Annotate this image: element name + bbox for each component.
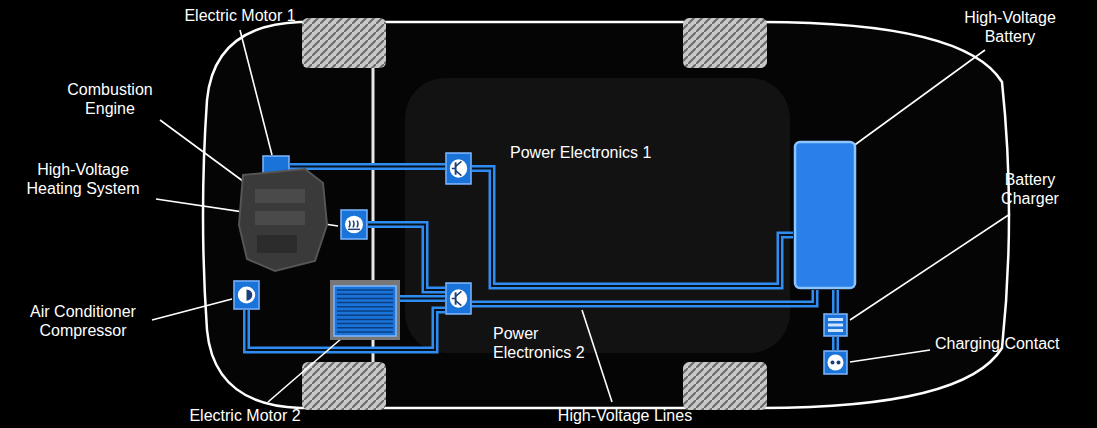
wire-stroke [472, 169, 793, 287]
leader-line [240, 30, 272, 155]
component-label: Air Conditioner Compressor [8, 302, 158, 340]
charging-contact-box: Charging Contact [823, 350, 848, 375]
component-icon [793, 140, 857, 290]
component-label: Power Electronics 1 [510, 143, 710, 162]
component-label: Combustion Engine [55, 80, 165, 118]
wire-stroke [832, 337, 839, 350]
heating-system-box: High-Voltage Heating System [340, 209, 368, 240]
wire-stroke [472, 290, 815, 304]
wire-gap [835, 290, 837, 313]
component-icon [823, 313, 848, 337]
ac-compressor-box: Air Conditioner Compressor [233, 280, 260, 310]
high-voltage-line [472, 290, 815, 304]
component-icon [445, 152, 472, 185]
high-voltage-line [472, 169, 793, 287]
electric-motor-box: Electric Motor 2 [330, 280, 400, 340]
wire-gap [472, 290, 815, 304]
wheel [302, 362, 386, 410]
wheel [683, 18, 767, 68]
power-electronics-box: Power Electronics 2 [445, 282, 472, 315]
battery-box: High-Voltage Battery [793, 140, 857, 290]
leader-line [152, 299, 232, 320]
wire-stroke [290, 163, 445, 170]
cabin-panel [405, 78, 790, 353]
wheel [302, 18, 386, 68]
component-label: Charging Contact [935, 334, 1090, 353]
leader-line [845, 50, 985, 152]
component-icon [340, 209, 368, 240]
power-electronics-box: Power Electronics 1 [445, 152, 472, 185]
wire-gap [835, 337, 837, 350]
component-icon [823, 350, 848, 375]
car-body-outline [203, 22, 1009, 408]
battery-charger-box: Battery Charger [823, 313, 848, 337]
component-label: Electric Motor 2 [175, 406, 315, 425]
wheel [683, 362, 767, 410]
leader-line [268, 338, 342, 402]
wire-stroke [832, 290, 839, 313]
component-icon [330, 280, 400, 340]
leader-line [582, 310, 612, 402]
component-label: High-Voltage Battery [955, 8, 1065, 46]
component-icon [233, 280, 260, 310]
component-icon [445, 282, 472, 315]
high-voltage-line [290, 166, 445, 167]
high-voltage-line [835, 290, 836, 313]
leader-line [160, 120, 255, 190]
wire-gap [290, 166, 445, 168]
component-label: Battery Charger [990, 170, 1070, 208]
component-label: Electric Motor 1 [170, 6, 310, 25]
combustion-engine: Combustion Engine [235, 165, 330, 275]
component-label: Power Electronics 2 [493, 324, 603, 362]
leader-line [850, 214, 1010, 320]
wire-gap [472, 169, 793, 287]
high-voltage-line [400, 298, 445, 299]
high-voltage-line [835, 337, 836, 350]
wire-gap [400, 298, 445, 300]
component-icon [235, 165, 330, 275]
wire-label: High-Voltage Lines [540, 406, 710, 425]
component-label: High-Voltage Heating System [8, 160, 158, 198]
wire-stroke [400, 295, 445, 302]
leader-line [850, 350, 930, 362]
